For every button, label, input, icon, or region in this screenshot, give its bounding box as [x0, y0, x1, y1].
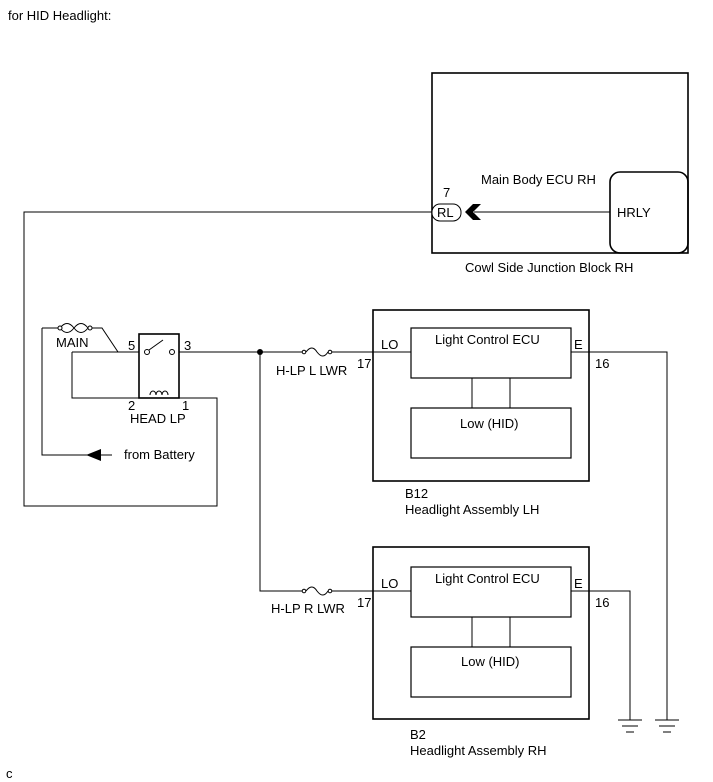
- headlight-assembly-rh: 17 LO Light Control ECU E 16 Low (HID) B…: [357, 546, 609, 758]
- rh-name: Headlight Assembly RH: [410, 743, 547, 758]
- relay-contact: [169, 349, 175, 355]
- relay-pin-1: 1: [182, 398, 189, 413]
- junction-block-outline: [431, 72, 689, 254]
- diagram-title: for HID Headlight:: [8, 8, 111, 23]
- rl-connector-label: RL: [437, 205, 454, 220]
- main-fuse-terminal: [57, 325, 63, 331]
- main-fuse-terminal: [87, 325, 93, 331]
- hrly-label: HRLY: [617, 205, 651, 220]
- connector-chevron-icon: [465, 204, 481, 220]
- rh-ecu-label: Light Control ECU: [435, 571, 540, 586]
- junction-block-name: Cowl Side Junction Block RH: [465, 260, 633, 275]
- headlight-rh-outline: [372, 546, 590, 720]
- lh-ecu-label: Light Control ECU: [435, 332, 540, 347]
- main-fuse-link-icon-2: [59, 323, 89, 333]
- relay-body: [138, 333, 180, 399]
- fuse-terminal: [327, 349, 333, 355]
- ground-icon: [618, 719, 642, 733]
- main-fuse: MAIN: [42, 323, 93, 350]
- rh-ground-wire: [571, 590, 631, 720]
- fuse-icon: [305, 347, 329, 357]
- main-fuse-label: MAIN: [56, 335, 89, 350]
- lh-terminal-e: E: [574, 337, 583, 352]
- lh-name: Headlight Assembly LH: [405, 502, 539, 517]
- relay-pin-3: 3: [184, 338, 191, 353]
- branch-wire-rh: [259, 352, 302, 592]
- fuse-hlp-l-lwr: H-LP L LWR: [276, 347, 347, 378]
- main-fuse-to-relay-wire: [92, 327, 119, 353]
- battery-arrow-icon: [86, 449, 101, 461]
- rh-terminal-e: E: [574, 576, 583, 591]
- lh-pin-in: 17: [357, 356, 371, 371]
- lh-pin-ground: 16: [595, 356, 609, 371]
- fuse-label: H-LP R LWR: [271, 601, 345, 616]
- figure-code: c: [6, 766, 13, 781]
- main-body-ecu-label: Main Body ECU RH: [481, 172, 596, 187]
- relay-label: HEAD LP: [130, 411, 186, 426]
- rl-to-relay-wire: [23, 211, 432, 507]
- fuse-terminal: [301, 349, 307, 355]
- rh-pin-ground: 16: [595, 595, 609, 610]
- relay-contact: [144, 349, 150, 355]
- low-hid-lh: [410, 407, 572, 459]
- head-lp-relay: 5 3 2 1 HEAD LP: [128, 333, 191, 426]
- lh-code: B12: [405, 486, 428, 501]
- relay-pin-2: 2: [128, 398, 135, 413]
- headlight-assembly-lh: 17 LO Light Control ECU E 16 Low (HID) B…: [357, 309, 609, 517]
- relay-pin-5: 5: [128, 338, 135, 353]
- rh-pin-in: 17: [357, 595, 371, 610]
- rl-pin-number: 7: [443, 185, 450, 200]
- lh-lamp-label: Low (HID): [460, 416, 519, 431]
- low-hid-rh: [410, 646, 572, 698]
- fuse-terminal: [301, 588, 307, 594]
- lh-ground-wire: [571, 351, 668, 720]
- fuse-terminal: [327, 588, 333, 594]
- rh-terminal-lo: LO: [381, 576, 398, 591]
- light-control-ecu-rh: [410, 566, 572, 618]
- fuse-label: H-LP L LWR: [276, 363, 347, 378]
- ground-icon: [655, 719, 679, 733]
- light-control-ecu-lh: [410, 327, 572, 379]
- fuse-hlp-r-lwr: H-LP R LWR: [271, 586, 345, 616]
- relay-coil-icon: [149, 390, 169, 396]
- headlight-lh-outline: [372, 309, 590, 482]
- relay-switch-icon: [148, 339, 164, 351]
- junction-block: Main Body ECU RH HRLY Cowl Side Junction…: [431, 72, 689, 275]
- rh-code: B2: [410, 727, 426, 742]
- relay-pin2-wire: [71, 352, 139, 399]
- rh-lamp-label: Low (HID): [461, 654, 520, 669]
- lh-terminal-lo: LO: [381, 337, 398, 352]
- battery-label: from Battery: [124, 447, 195, 462]
- fuse-icon: [305, 586, 329, 596]
